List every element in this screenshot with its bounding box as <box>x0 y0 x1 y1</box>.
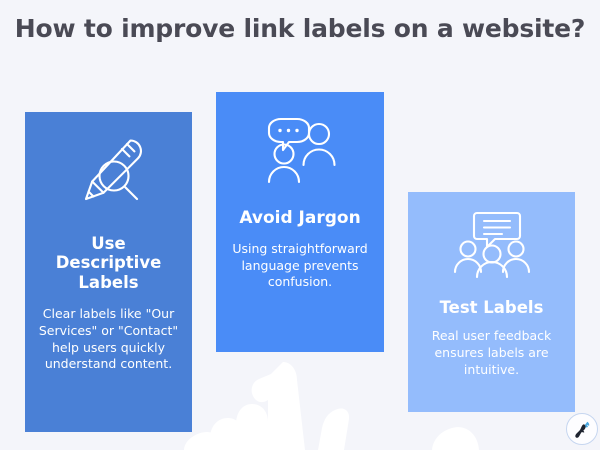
page-title: How to improve link labels on a website? <box>14 14 586 43</box>
brand-logo-badge[interactable] <box>566 413 598 445</box>
decorative-blob-right <box>432 427 479 450</box>
people-speech-bubble-icon <box>267 117 336 184</box>
card-use-descriptive-labels[interactable]: Use Descriptive Labels Clear labels like… <box>25 112 192 432</box>
card-heading: Avoid Jargon <box>239 208 361 228</box>
decorative-blob-thumb <box>318 408 350 450</box>
card-body: Using straightforward language prevents … <box>232 241 368 290</box>
pencil-magnifier-icon <box>84 139 142 201</box>
decorative-blob-finger <box>251 362 305 450</box>
brand-logo-icon <box>574 421 589 438</box>
card-heading: Test Labels <box>439 298 544 317</box>
decorative-blob-knuckle-3 <box>184 432 222 450</box>
decorative-blob-knuckle-1 <box>236 404 268 450</box>
decorative-blob-knuckle-2 <box>210 418 244 450</box>
card-body: Real user feedback ensures labels are in… <box>431 328 552 377</box>
card-body: Clear labels like "Our Services" or "Con… <box>38 306 179 372</box>
group-feedback-icon <box>453 211 530 278</box>
card-avoid-jargon[interactable]: Avoid Jargon Using straightforward langu… <box>216 92 384 352</box>
card-heading: Use Descriptive Labels <box>55 234 162 292</box>
card-test-labels[interactable]: Test Labels Real user feedback ensures l… <box>408 192 575 412</box>
